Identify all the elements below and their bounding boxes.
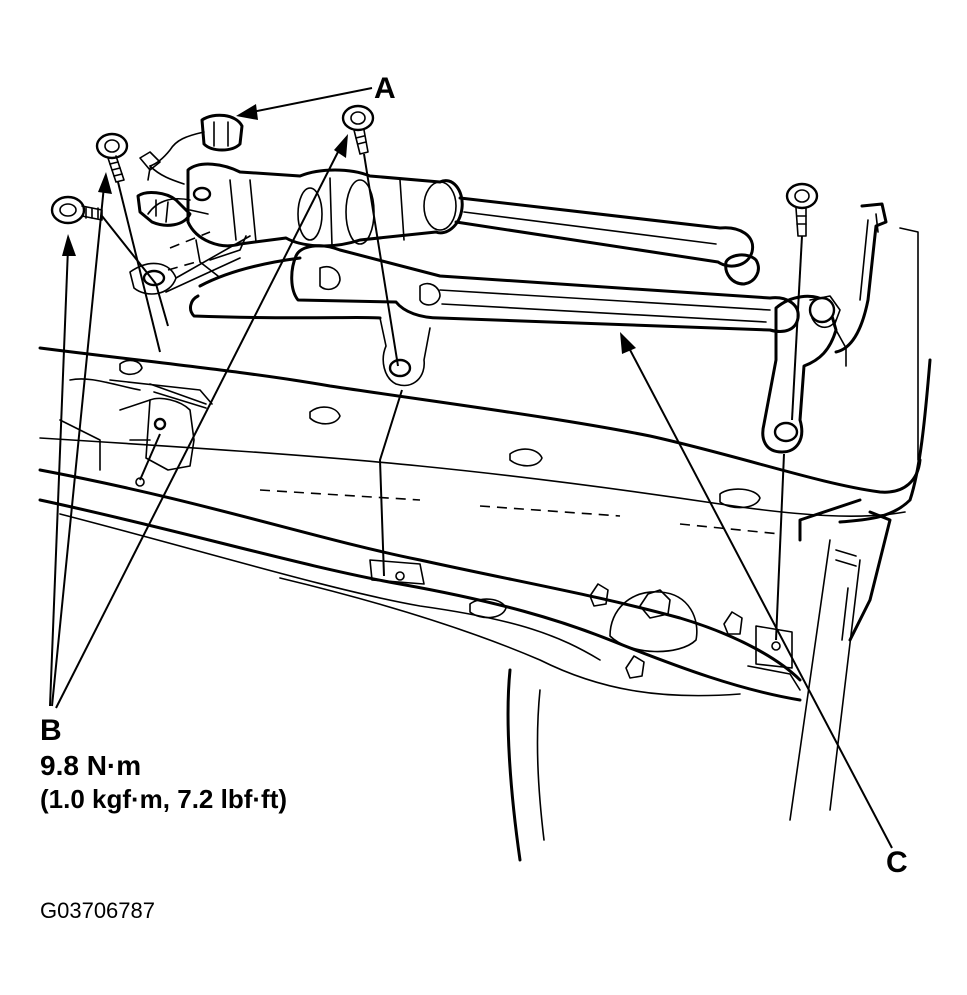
callout-b: B <box>40 714 62 747</box>
alignment-lines <box>101 153 803 641</box>
wiper-connector <box>136 113 244 227</box>
cowl-panel <box>38 346 932 862</box>
right-pivot <box>761 202 919 461</box>
bolt-b-right <box>785 182 819 237</box>
leader-c <box>620 332 893 849</box>
leader-a <box>236 87 373 120</box>
torque-spec-nm: 9.8 N·m <box>40 750 142 781</box>
bolt-b-left <box>50 195 103 225</box>
linkage <box>189 196 800 387</box>
leader-b <box>49 134 348 709</box>
figure-id: G03706787 <box>40 898 155 923</box>
bolt-b-center <box>341 104 375 155</box>
motor-bracket <box>109 231 251 471</box>
torque-spec-alt-units: (1.0 kgf·m, 7.2 lbf·ft) <box>40 784 288 814</box>
wiper-motor <box>147 162 464 277</box>
callout-c: C <box>886 846 908 879</box>
bolt-b-upper <box>95 132 129 183</box>
callout-a: A <box>374 72 396 105</box>
